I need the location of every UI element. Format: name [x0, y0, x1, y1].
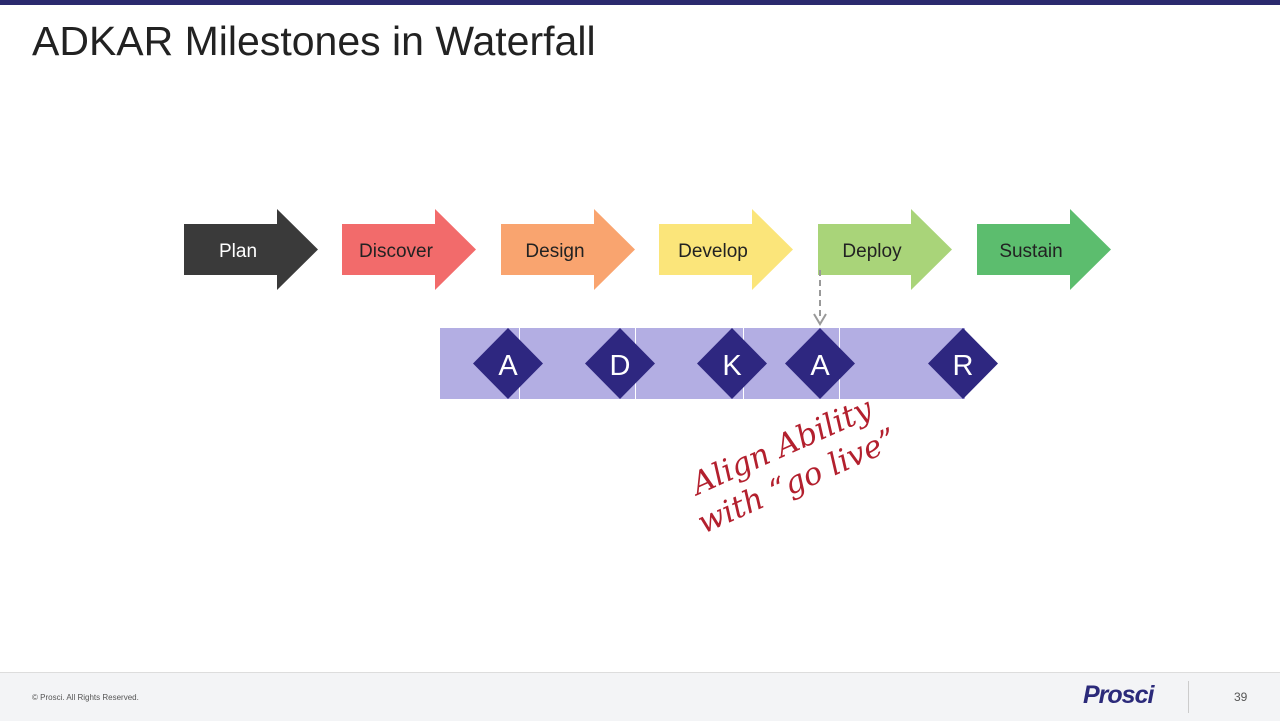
phase-arrow-discover: Discover [342, 209, 476, 290]
milestone-letter: K [722, 350, 742, 382]
milestone-diamond-a: A [473, 328, 543, 399]
diamond-shape [928, 328, 998, 399]
arrow-shape [501, 209, 635, 290]
milestone-diamond-d: D [585, 328, 655, 399]
arrow-shape [342, 209, 476, 290]
milestone-diamond-k: K [697, 328, 767, 399]
phase-arrow-deploy: Deploy [818, 209, 952, 290]
footer-divider [1188, 681, 1189, 713]
page-number: 39 [1234, 690, 1248, 704]
top-accent-bar [0, 0, 1280, 5]
milestone-letter: R [953, 350, 974, 382]
phase-arrow-sustain: Sustain [977, 209, 1111, 290]
copyright: © Prosci. All Rights Reserved. [32, 693, 139, 702]
diamond-shape [585, 328, 655, 399]
milestone-diamond-r: R [928, 328, 998, 399]
footer: © Prosci. All Rights Reserved. Prosci 39 [0, 672, 1280, 721]
connector-arrowhead-icon [813, 313, 827, 326]
diamond-shape [697, 328, 767, 399]
prosci-logo: Prosci [1083, 681, 1154, 709]
milestone-letter: D [610, 350, 631, 382]
phase-label: Deploy [842, 241, 902, 262]
phase-label: Develop [678, 241, 748, 262]
phase-label: Design [525, 241, 584, 262]
phase-arrow-plan: Plan [184, 209, 318, 290]
phase-label: Discover [359, 241, 434, 262]
milestone-diamond-a: A [785, 328, 855, 399]
arrow-shape [659, 209, 793, 290]
slide-title: ADKAR Milestones in Waterfall [32, 18, 596, 64]
milestone-letter: A [810, 350, 830, 382]
phase-label: Sustain [999, 241, 1062, 262]
arrow-shape [184, 209, 318, 290]
milestone-letter: A [498, 350, 518, 382]
arrow-shape [977, 209, 1111, 290]
diamond-shape [473, 328, 543, 399]
phase-arrow-design: Design [501, 209, 635, 290]
phase-label: Plan [219, 241, 257, 262]
phase-arrow-develop: Develop [659, 209, 793, 290]
arrow-shape [818, 209, 952, 290]
diamond-shape [785, 328, 855, 399]
